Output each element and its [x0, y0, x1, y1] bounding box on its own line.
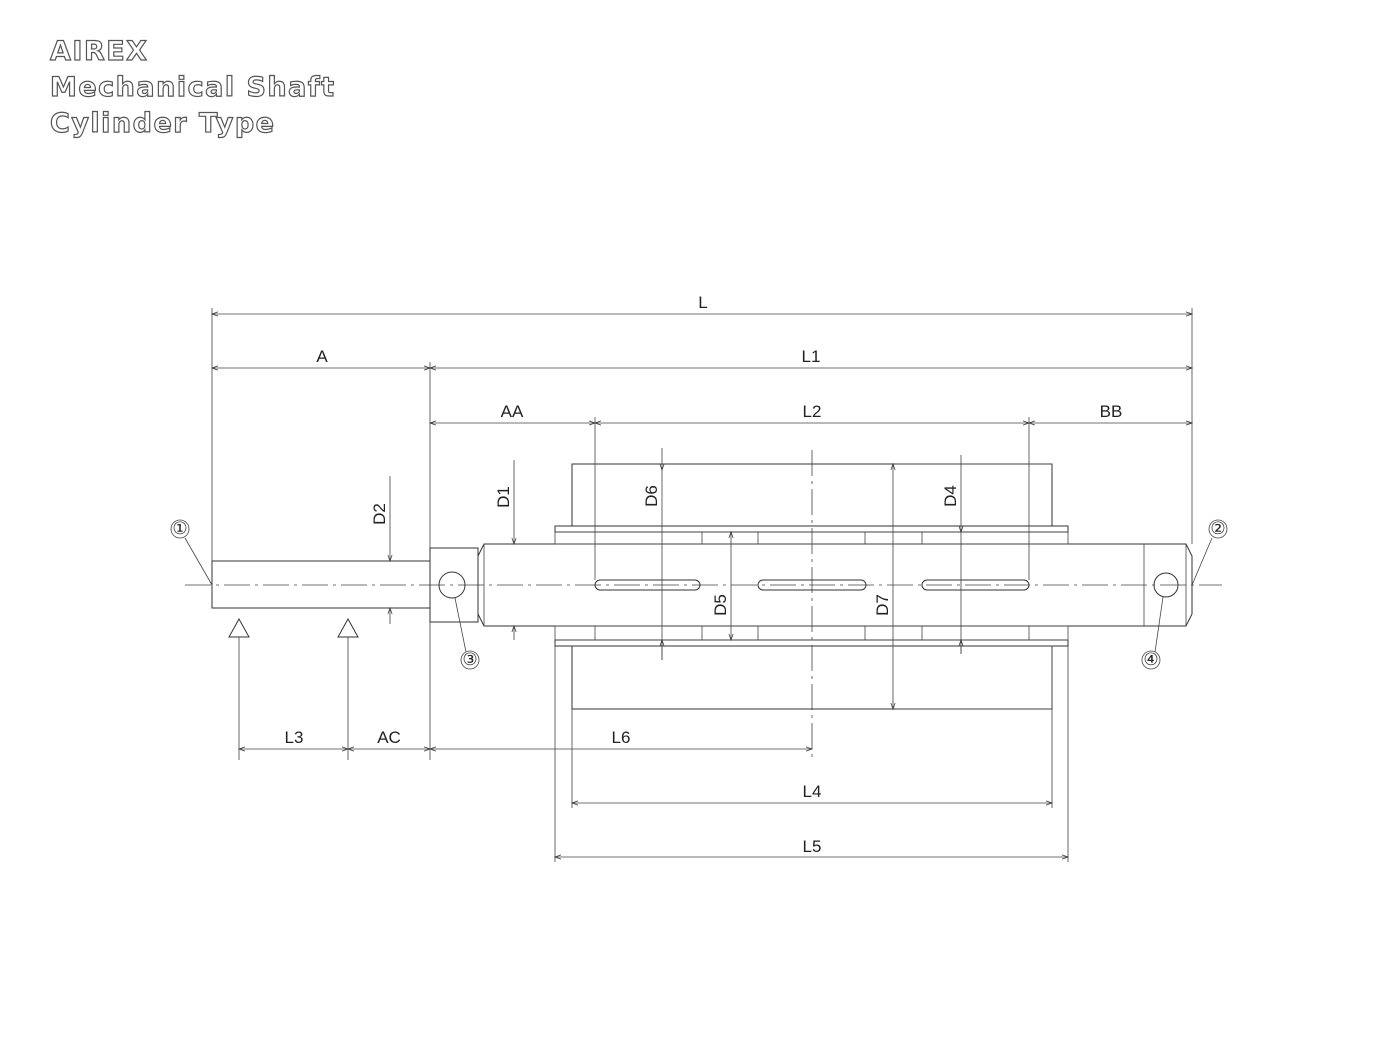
label-L4: L4: [803, 782, 822, 801]
vertical-dimensions: [387, 448, 964, 711]
label-D4: D4: [941, 485, 960, 507]
extension-lines: [211, 308, 1193, 862]
label-D7: D7: [873, 594, 892, 616]
label-D5: D5: [711, 594, 730, 616]
label-L5: L5: [803, 837, 822, 856]
label-L2: L2: [803, 402, 822, 421]
label-D2: D2: [370, 503, 389, 525]
label-D6: D6: [642, 485, 661, 507]
support-triangle-icon: [337, 617, 359, 638]
label-A: A: [316, 347, 328, 366]
label-D1: D1: [494, 486, 513, 508]
callout-4: ④: [1143, 650, 1158, 669]
end-hole-icon: [1153, 572, 1179, 598]
key-slots: [594, 579, 1030, 591]
title-block: AIREX Mechanical Shaft Cylinder Type: [49, 34, 336, 142]
adapter-hole-icon: [438, 571, 466, 599]
label-L1: L1: [802, 347, 821, 366]
label-L3: L3: [285, 728, 304, 747]
label-BB: BB: [1100, 402, 1123, 421]
label-L: L: [698, 293, 707, 312]
core-assembly: [554, 463, 1069, 710]
label-AC: AC: [377, 728, 401, 747]
callout-3: ③: [462, 650, 477, 669]
support-triangle-icon: [228, 617, 250, 638]
label-AA: AA: [501, 402, 524, 421]
brand-name: AIREX: [49, 35, 149, 67]
product-name: Mechanical Shaft: [49, 71, 336, 103]
callout-1: ①: [172, 519, 187, 538]
callout-leaders: [170, 519, 1228, 670]
callout-2: ②: [1210, 519, 1225, 538]
support-marks: [228, 617, 359, 760]
horizontal-dimensions: [210, 311, 1194, 860]
product-type: Cylinder Type: [49, 107, 276, 139]
label-L6: L6: [612, 728, 631, 747]
left-journal: [211, 560, 431, 609]
